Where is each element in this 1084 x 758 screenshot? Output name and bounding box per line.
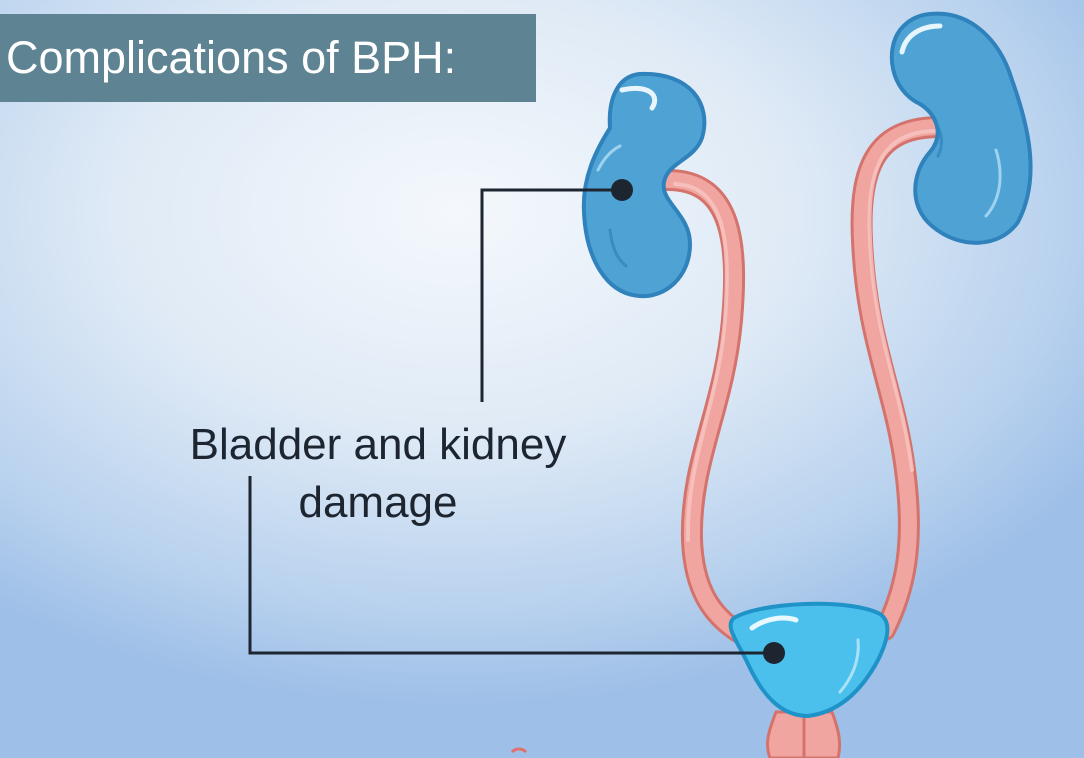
bladder-leader-line [248,476,774,655]
callout-label-line-1: Bladder and kidney [189,420,567,469]
callout-label: Bladder and kidney damage [150,416,606,532]
bladder [728,601,890,719]
left-kidney [581,71,707,299]
title-banner: Complications of BPH: [0,14,536,102]
page-title: Complications of BPH: [6,32,457,83]
right-kidney [889,11,1033,245]
callout-label-line-2: damage [298,478,458,527]
kidney-leader-line [480,188,622,402]
kidney-callout-dot [611,179,633,201]
bladder-callout-dot [763,642,785,664]
